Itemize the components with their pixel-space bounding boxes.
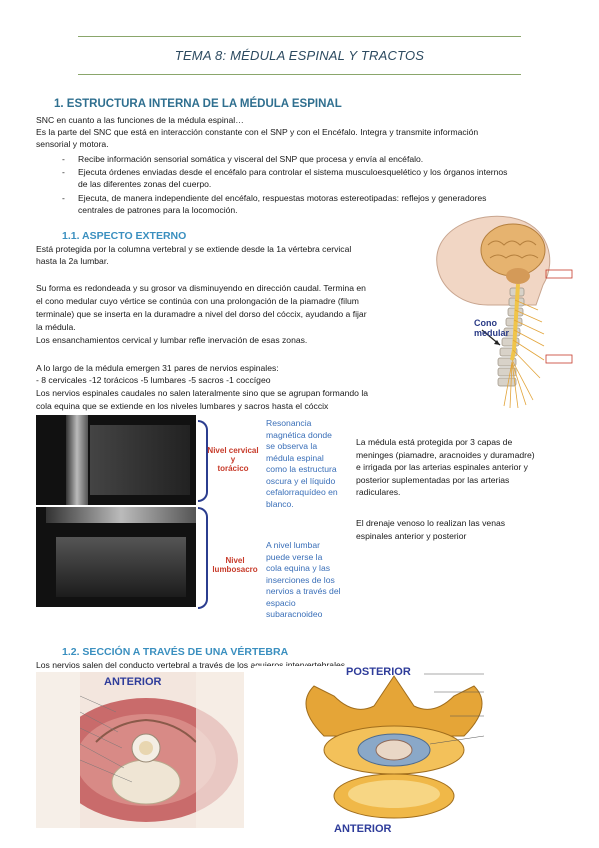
label-nivel-cervical: Nivel cervical y torácico (207, 446, 259, 473)
cono-medular-label: Cono medular (474, 318, 510, 338)
label-anterior-1: ANTERIOR (104, 676, 162, 688)
vertebra-section-image-posterior (254, 666, 560, 836)
section-1-intro: SNC en cuanto a las funciones de la médu… (36, 115, 244, 125)
bullet-2-cont: de las diferentes zonas del cuerpo. (78, 179, 212, 189)
section-1-2-heading: 1.2. SECCIÓN A TRAVÉS DE UNA VÉRTEBRA (62, 646, 289, 658)
mri-cervical-image (36, 415, 196, 505)
section-1-text: Es la parte del SNC que está en interacc… (36, 127, 479, 137)
section-1-heading: 1. ESTRUCTURA INTERNA DE LA MÉDULA ESPIN… (54, 98, 342, 110)
spinal-cord-diagram (418, 210, 578, 410)
page-title: TEMA 8: MÉDULA ESPINAL Y TRACTOS (174, 48, 425, 63)
aspect-p1-l1: Está protegida por la columna vertebral … (36, 244, 352, 254)
aspect-p3-l3: Los nervios espinales caudales no salen … (36, 388, 369, 398)
aspect-p2-l1: Su forma es redondeada y su grosor va di… (36, 283, 366, 293)
bullet-3-cont: centrales de patrones para la locomoción… (78, 205, 238, 215)
bullet-3: Ejecuta, de manera independiente del enc… (78, 193, 487, 203)
vertebra-section-image-anterior (36, 672, 244, 828)
brace-bottom (198, 507, 208, 609)
aspect-p2-l5: Los ensanchamientos cervical y lumbar re… (36, 335, 308, 345)
label-posterior: POSTERIOR (346, 666, 411, 678)
mri-lumbar-image (36, 507, 196, 607)
bullet-2: Ejecuta órdenes enviadas desde el encéfa… (78, 167, 508, 177)
section-1-text-cont: sensorial y motora. (36, 139, 109, 149)
top-rule (78, 36, 521, 37)
aspect-p1-l2: hasta la 2a lumbar. (36, 256, 109, 266)
bullet-1: Recibe información sensorial somática y … (78, 154, 424, 164)
aspect-p2-l3: terminale) que se inserta en la duramadr… (36, 309, 367, 319)
aspect-p2-l4: la médula. (36, 322, 76, 332)
bullet-dash: - (62, 167, 65, 177)
aspect-p3-l1: A lo largo de la médula emergen 31 pares… (36, 363, 279, 373)
section-1-2-text: Los nervios salen del conducto vertebral… (36, 660, 346, 670)
bullet-dash: - (62, 193, 65, 203)
label-anterior-2: ANTERIOR (334, 823, 392, 835)
bullet-dash: - (62, 154, 65, 164)
label-nivel-lumbosacro: Nivel lumbosacro (212, 556, 258, 574)
nerve-counts: - 8 cervicales -12 torácicos -5 lumbares… (36, 375, 271, 385)
title-underline (78, 74, 521, 75)
section-1-1-heading: 1.1. ASPECTO EXTERNO (62, 230, 187, 242)
aspect-p2-l2: el cono medular cuyo vértice se continúa… (36, 296, 359, 306)
aspect-p3-l4: cola equina que se extiende en los nivel… (36, 401, 329, 411)
